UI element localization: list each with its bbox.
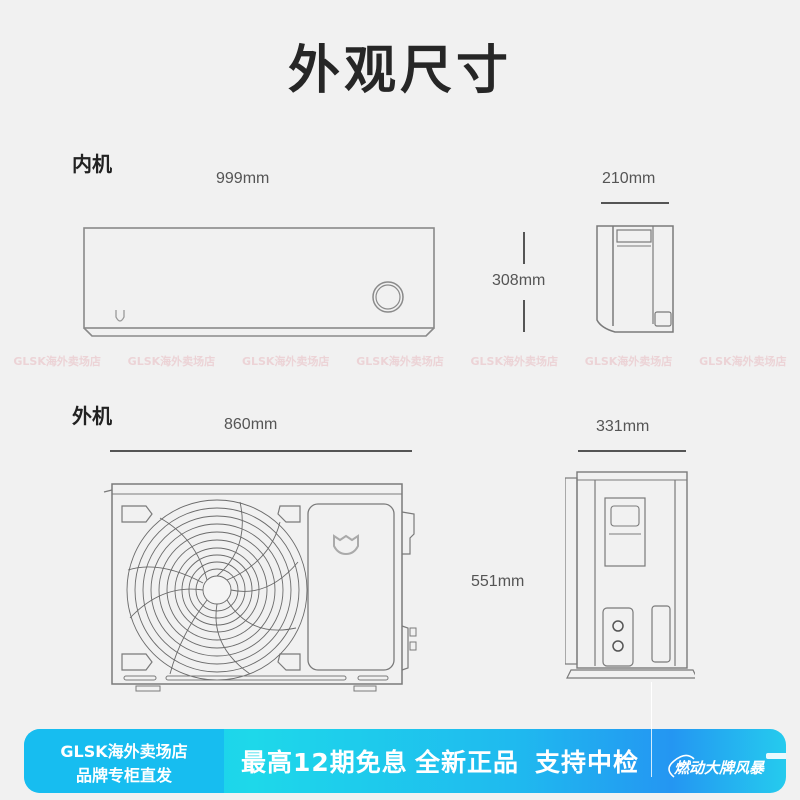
fan-grille-icon — [126, 499, 308, 681]
mi-logo-icon — [115, 310, 125, 322]
watermark-text: GLSK海外卖场店 — [127, 355, 216, 368]
outdoor-unit-side-drawing — [565, 471, 695, 679]
watermark-text: GLSK海外卖场店 — [13, 355, 101, 368]
mi-logo-icon — [333, 534, 359, 556]
indoor-depth-line — [601, 202, 669, 204]
store-name: GLSK海外卖场店 — [60, 742, 188, 761]
promo-banner[interactable]: GLSK海外卖场店 品牌专柜直发 最高12期免息 全新正品 支持中检 燃动大牌风… — [24, 729, 786, 793]
outdoor-unit-label: 外机 — [72, 404, 112, 428]
promo-campaign: 燃动大牌风暴 — [674, 759, 765, 777]
divider-line — [651, 682, 652, 729]
indoor-unit-side-drawing — [596, 225, 674, 333]
whale-logo-icon — [668, 754, 695, 778]
indoor-width-dimension: 999mm — [216, 170, 270, 187]
indoor-height-line-top — [523, 232, 525, 264]
indoor-height-line-bottom — [523, 300, 525, 332]
indoor-unit-front-drawing — [83, 227, 435, 337]
banner-divider — [651, 729, 652, 777]
watermark-text: GLSK海外卖场店 — [241, 355, 330, 368]
outdoor-height-dimension: 551mm — [471, 573, 525, 590]
indoor-height-dimension: 308mm — [492, 272, 546, 289]
slogan-installment: 最高12期免息 — [241, 748, 408, 777]
watermark-text: GLSK海外卖场店 — [584, 355, 673, 368]
outdoor-unit-front-drawing — [103, 483, 417, 692]
outdoor-depth-line — [578, 450, 686, 452]
slogan-genuine: 全新正品 — [415, 748, 520, 777]
watermark-text: GLSK海外卖场店 — [470, 355, 558, 368]
outdoor-width-line — [110, 450, 412, 452]
indoor-depth-dimension: 210mm — [602, 170, 656, 187]
outdoor-width-dimension: 860mm — [224, 416, 278, 433]
slogan-inspection: 支持中检 — [535, 748, 640, 777]
watermark-text: GLSK海外卖场店 — [699, 355, 787, 368]
page-title: 外观尺寸 — [287, 41, 512, 101]
store-subtitle: 品牌专柜直发 — [75, 766, 172, 785]
indoor-unit-label: 内机 — [72, 152, 112, 176]
watermark-row: GLSK海外卖场店 GLSK海外卖场店 GLSK海外卖场店 GLSK海外卖场店 … — [0, 353, 800, 369]
store-badge: GLSK海外卖场店 品牌专柜直发 — [24, 729, 224, 793]
watermark-text: GLSK海外卖场店 — [356, 355, 444, 368]
promo-tag — [766, 753, 786, 759]
outdoor-depth-dimension: 331mm — [596, 418, 650, 435]
